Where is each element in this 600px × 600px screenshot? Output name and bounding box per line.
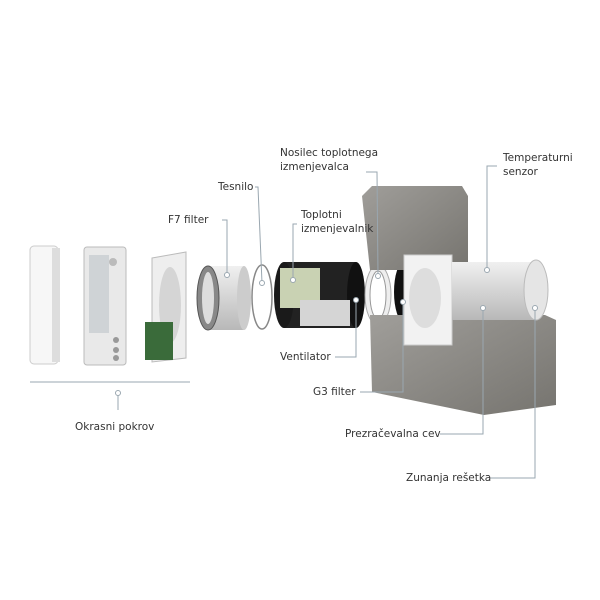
label-line: Nosilec toplotnega — [280, 147, 379, 159]
f7-filter — [196, 265, 251, 331]
back-plate — [145, 251, 187, 363]
seal — [251, 264, 273, 330]
label-line: izmenjevalca — [280, 161, 349, 173]
leader-dots — [115, 267, 538, 396]
label-line: senzor — [503, 166, 538, 178]
label-fan: Ventilator — [280, 351, 331, 363]
decorative-cover — [29, 245, 60, 365]
exchanger-holder — [364, 264, 392, 326]
label-ventilation-tube: Prezračevalna cev — [345, 428, 441, 440]
leader-lines — [30, 165, 536, 479]
label-decorative-cover: Okrasni pokrov — [75, 421, 155, 433]
label-line: Toplotni — [301, 209, 342, 221]
heat-exchanger — [274, 262, 365, 328]
label-g3-filter: G3 filter — [313, 386, 356, 398]
label-heat-exchanger-holder: Nosilec toplotnega izmenjevalca — [280, 146, 378, 174]
label-outer-grille: Zunanja rešetka — [406, 472, 492, 484]
label-seal: Tesnilo — [218, 181, 254, 193]
label-line: Temperaturni — [503, 152, 573, 164]
label-line: izmenjevalnik — [301, 223, 374, 235]
wall-plate — [403, 254, 453, 346]
label-temperature-sensor: Temperaturni senzor — [503, 151, 573, 179]
ventilation-tube — [452, 259, 549, 321]
label-heat-exchanger: Toplotni izmenjevalnik — [301, 208, 373, 236]
main-unit — [83, 246, 127, 366]
label-f7-filter: F7 filter — [168, 214, 209, 226]
